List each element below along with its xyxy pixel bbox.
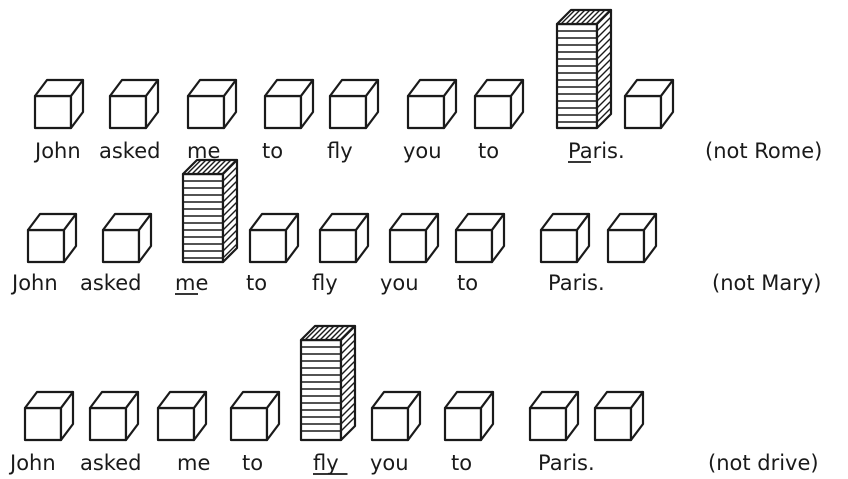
syllable-block-3-1 (25, 392, 73, 440)
syllable-block-1-5 (330, 80, 378, 128)
word-2-5: fly (312, 271, 338, 295)
word-1-7: to (478, 139, 499, 163)
syllable-block-1-7 (475, 80, 523, 128)
word-3-5: fly (313, 451, 339, 475)
syllable-block-1-2 (110, 80, 158, 128)
syllable-block-2-9 (608, 214, 656, 262)
syllable-block-3-8 (530, 392, 578, 440)
word-2-6: you (380, 271, 419, 295)
word-2-2: asked (80, 271, 141, 295)
syllable-block-2-6 (390, 214, 438, 262)
word-2-1: John (10, 271, 58, 295)
word-3-1: John (8, 451, 56, 475)
syllable-block-1-9 (625, 80, 673, 128)
sentence-row-2: John asked me to fly you to Paris. (not Mary) (10, 160, 822, 295)
word-1-1: John (33, 139, 81, 163)
syllable-block-2-8 (541, 214, 589, 262)
syllable-block-1-4 (265, 80, 313, 128)
word-3-4: to (242, 451, 263, 475)
syllable-block-1-6 (408, 80, 456, 128)
word-3-2: asked (80, 451, 141, 475)
word-1-2: asked (99, 139, 160, 163)
syllable-block-3-3 (158, 392, 206, 440)
syllable-block-2-4 (250, 214, 298, 262)
word-2-4: to (246, 271, 267, 295)
syllable-block-1-3 (188, 80, 236, 128)
syllable-block-2-2 (103, 214, 151, 262)
syllable-block-2-7 (456, 214, 504, 262)
syllable-block-2-1 (28, 214, 76, 262)
syllable-block-3-6 (372, 392, 420, 440)
contrast-note-2: (not Mary) (712, 271, 822, 295)
word-3-6: you (370, 451, 409, 475)
word-1-6: you (403, 139, 442, 163)
syllable-block-3-7 (445, 392, 493, 440)
word-2-3: me (175, 271, 208, 295)
word-1-8: Paris. (568, 139, 625, 163)
word-1-5: fly (327, 139, 353, 163)
contrast-note-3: (not drive) (708, 451, 819, 475)
stress-tower-2 (183, 160, 237, 262)
stress-tower-1 (557, 10, 611, 128)
word-2-8: Paris. (548, 271, 605, 295)
word-3-7: to (451, 451, 472, 475)
syllable-block-3-2 (90, 392, 138, 440)
word-3-8: Paris. (538, 451, 595, 475)
sentence-row-3: John asked me to fly you to Paris. (not drive) (8, 326, 819, 475)
syllable-block-3-4 (231, 392, 279, 440)
syllable-block-1-1 (35, 80, 83, 128)
word-3-3: me (177, 451, 210, 475)
contrast-note-1: (not Rome) (705, 139, 822, 163)
syllable-block-3-9 (595, 392, 643, 440)
word-2-7: to (457, 271, 478, 295)
word-1-4: to (262, 139, 283, 163)
syllable-block-2-5 (320, 214, 368, 262)
stress-tower-3 (301, 326, 355, 440)
